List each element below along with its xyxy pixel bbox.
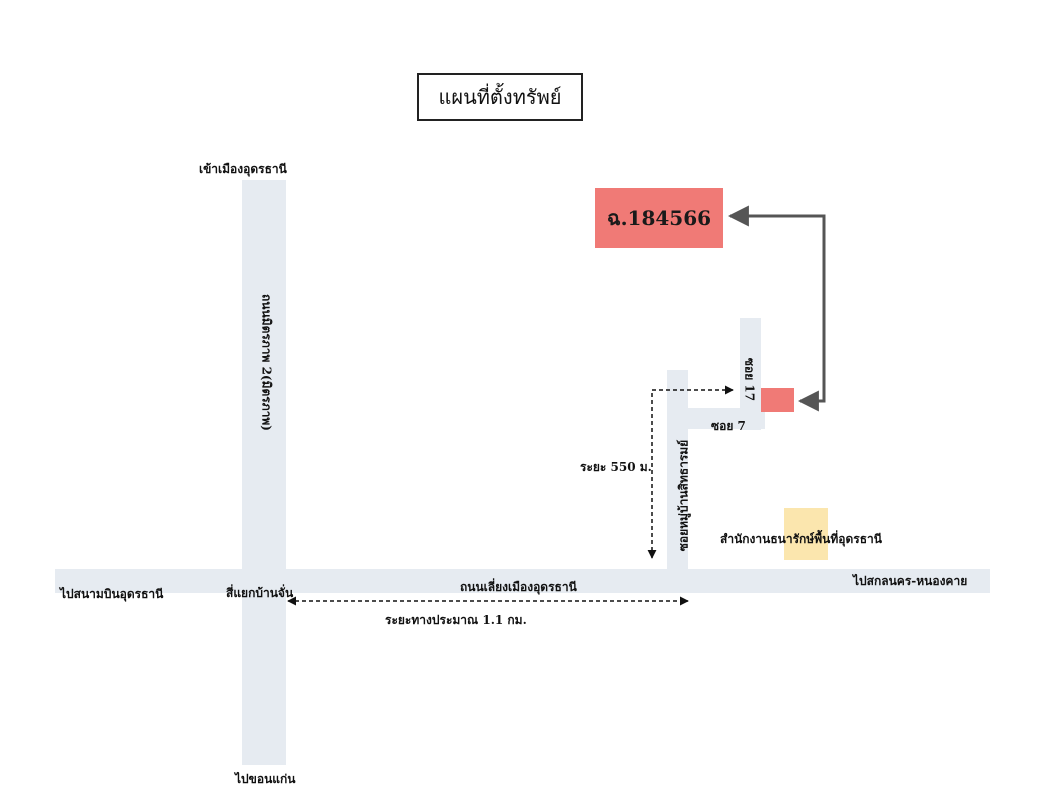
label-soi-7: ซอย 7 bbox=[711, 419, 746, 433]
label-soi-17: ซอย 17 bbox=[742, 357, 757, 402]
deed-link-arrow bbox=[727, 205, 826, 412]
road-vertical-main bbox=[242, 180, 286, 765]
label-intersection: สี่แยกบ้านจั่น bbox=[226, 586, 294, 600]
label-distance-550: ระยะ 550 ม. bbox=[580, 460, 652, 474]
road-horizontal-bypass bbox=[55, 569, 990, 593]
deed-number-box: ฉ.184566 bbox=[595, 188, 723, 248]
label-bypass-road: ถนนเลี่ยงเมืองอุดรธานี bbox=[460, 580, 577, 594]
label-to-sakon-nong-khai: ไปสกลนคร-หนองคาย bbox=[853, 574, 968, 588]
map-title: แผนที่ตั้งทรัพย์ bbox=[417, 73, 583, 121]
label-to-city: เข้าเมืองอุดรธานี bbox=[199, 162, 287, 176]
distance-550-arrow bbox=[647, 385, 734, 559]
label-to-khon-kaen: ไปขอนแก่น bbox=[235, 772, 296, 786]
office-marker bbox=[784, 508, 828, 560]
label-village-soi: ซอยหมู่บ้านสิทธารมย์ bbox=[676, 439, 691, 552]
label-to-airport: ไปสนามบินอุดรธานี bbox=[60, 587, 164, 601]
label-office: สำนักงานธนารักษ์พื้นที่อุดรธานี bbox=[720, 532, 882, 546]
label-distance-1-1: ระยะทางประมาณ 1.1 กม. bbox=[385, 613, 527, 627]
label-vertical-road: ถนนมิตรภาพ 2(มิตรภาพ) bbox=[259, 294, 274, 431]
